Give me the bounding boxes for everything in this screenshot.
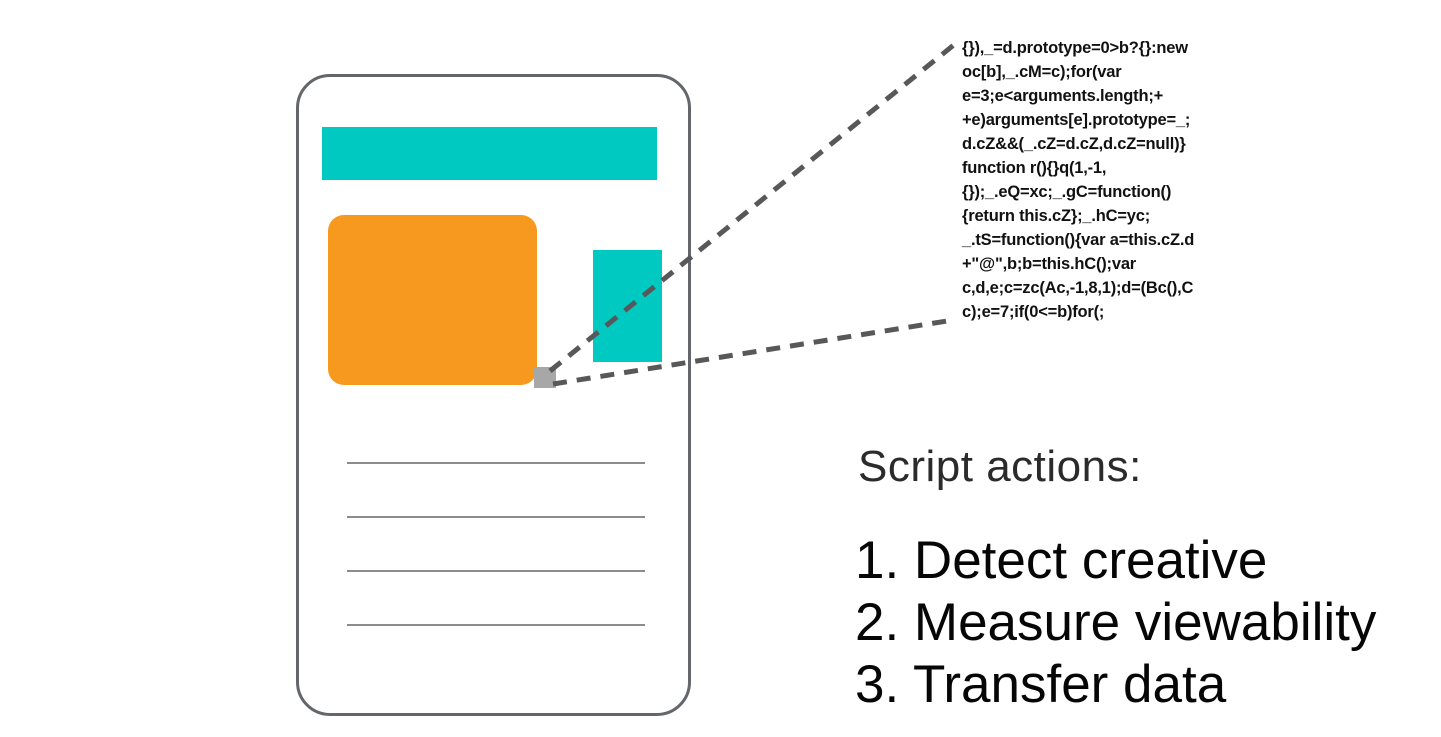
side-ad-block (593, 250, 662, 362)
script-actions-heading: Script actions: (858, 442, 1142, 491)
banner-ad-block (322, 127, 657, 180)
action-item-measure-viewability: 2. Measure viewability (855, 593, 1377, 652)
ad-creative-block (328, 215, 537, 385)
action-item-transfer-data: 3. Transfer data (855, 655, 1227, 714)
obfuscated-script-code: {}),_=d.prototype=0>b?{}:new oc[b],_.cM=… (962, 39, 1195, 321)
action-item-detect-creative: 1. Detect creative (855, 531, 1268, 590)
page-text-line (347, 516, 645, 518)
page-text-line (347, 570, 645, 572)
page-text-line (347, 462, 645, 464)
page-text-line (347, 624, 645, 626)
script-tag-marker (534, 367, 556, 388)
script-actions-list: 1. Detect creative 2. Measure viewabilit… (855, 530, 1376, 716)
